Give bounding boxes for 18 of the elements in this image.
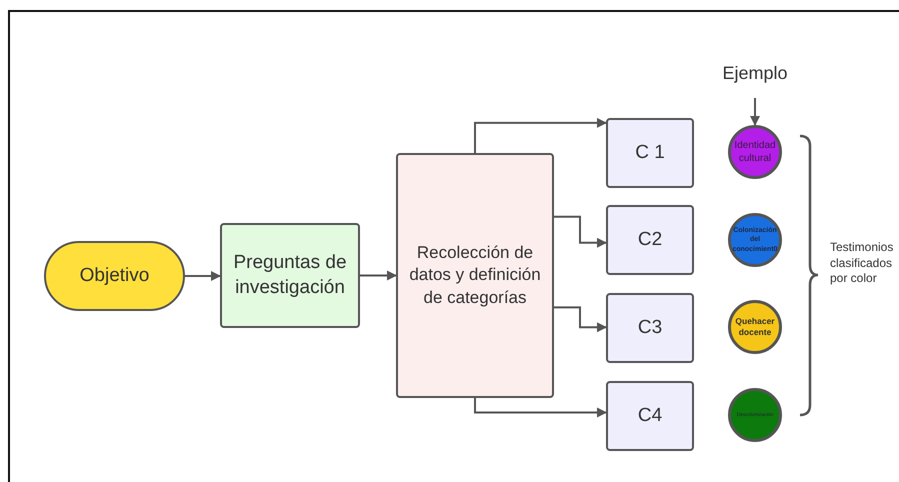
- example-heading: Ejemplo: [715, 60, 795, 86]
- arrow: [185, 271, 221, 281]
- arrow: [360, 270, 397, 280]
- arrow: [554, 216, 607, 248]
- arrow: [554, 306, 607, 332]
- category-circle: Identidad cultural: [728, 125, 782, 179]
- arrow: [750, 98, 760, 126]
- category-box: C4: [606, 381, 694, 451]
- arrow: [474, 398, 607, 418]
- category-box: C 1: [606, 118, 694, 188]
- category-box: C3: [606, 293, 694, 363]
- process-box: Preguntas de investigación: [220, 223, 360, 328]
- category-circle: Quehacer docente: [728, 300, 782, 354]
- category-box: C2: [606, 205, 694, 275]
- process-box: Recolección de datos y definición de categorías: [396, 153, 554, 398]
- arrow: [474, 118, 607, 153]
- start-terminal: Objetivo: [44, 241, 185, 311]
- annotation-text: Testimonios clasificados por color: [830, 240, 894, 287]
